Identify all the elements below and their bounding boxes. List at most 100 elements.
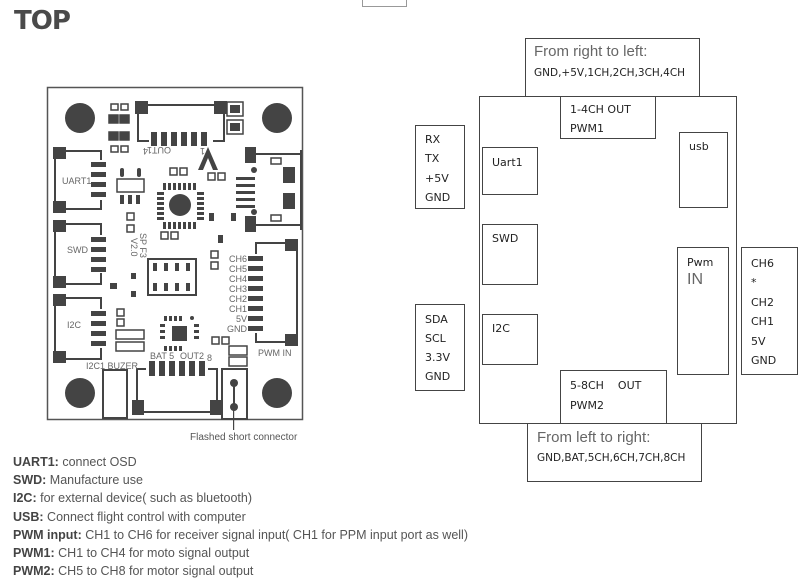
pwm-pin-label: CH5 [229,264,247,274]
pwm-pin-label: GND [227,324,248,334]
swd-box: SWD [482,224,538,285]
out1-pin-left: 4 [143,146,148,156]
pwm-pin-label: 5V [236,314,247,324]
pwm-in-pin: 5V [751,335,766,348]
legend-key: USB: [13,509,44,524]
legend-text: for external device( such as bluetooth) [36,491,253,506]
legend-text: Connect flight control with computer [43,509,246,524]
flash-chip [147,258,197,296]
bottom-header-pins: GND,BAT,5CH,6CH,7CH,8CH [537,452,686,464]
i2c-box-label: I2C [492,322,510,335]
i2c-pin: SDA [425,313,448,326]
pcb-board-drawing: OUT1 4 1 UART1 SWD I2C SP F3 V2.0 I2C1 B… [46,86,304,443]
page-title: TOP [14,6,71,36]
uart1-box-label: Uart1 [492,156,523,169]
pwm1-box: 1-4CH OUT PWM1 [560,96,656,139]
legend-text: connect OSD [58,455,137,469]
mounting-hole [262,378,292,408]
pwm2-box: 5-8CH OUT PWM2 [560,370,667,424]
pwm-in-pin: * [751,276,757,289]
usb-connector [236,147,302,232]
legend-row: SWD: Manufacture use [13,471,468,489]
usb-box: usb [679,132,728,208]
buzzer-pad [102,369,128,419]
bat5-label: BAT 5 [150,351,174,361]
legend-text: CH1 to CH4 for moto signal output [54,546,250,561]
pwm1-line2: PWM1 [570,122,604,135]
out2-connector [132,361,222,415]
uart1-pin: GND [425,191,451,204]
gyro-chip [160,316,199,351]
pwm-in-pin: CH1 [751,315,774,328]
out2-pin-label: 8 [207,353,212,363]
i2c-box: I2C [482,314,538,365]
pwm-in-box: Pwm IN [677,247,729,375]
mounting-hole [65,103,95,133]
out1-connector [135,101,227,146]
legend-text: Manufacture use [46,473,143,488]
i2c-pin: 3.3V [425,351,451,364]
top-header-direction: From right to left: [534,43,648,60]
legend-key: PWM1: [13,546,55,561]
uart1-pin: RX [425,133,441,146]
legend-row: UART1: connect OSD [13,453,468,471]
uart1-connector [53,147,106,213]
legend-text: CH5 to CH8 for motor signal output [54,564,254,579]
pwm1-line1: 1-4CH OUT [570,103,631,116]
pwm-pin-label: CH6 [229,254,247,264]
i2c1-buzer-label: I2C1 BUZER [86,361,139,371]
top-header-box: From right to left: GND,+5V,1CH,2CH,3CH,… [525,38,700,98]
uart1-pins-box: RX TX +5V GND [415,125,465,209]
legend-key: SWD: [13,473,47,488]
legend-row: PWM input: CH1 to CH6 for receiver signa… [13,526,468,544]
mounting-hole [262,103,292,133]
pwm-in-pin: GND [751,354,777,367]
i2c-connector [53,294,106,363]
top-header-pins: GND,+5V,1CH,2CH,3CH,4CH [534,67,686,79]
pwm-pin-label: CH4 [229,274,247,284]
legend-row: PWM1: CH1 to CH4 for moto signal output [13,544,468,562]
swd-box-label: SWD [492,232,519,245]
pwm-in-pins-box: CH6 * CH2 CH1 5V GND [741,247,798,375]
pwm-in-pin: CH2 [751,296,774,309]
top-edge-box [362,0,407,7]
pwm-in-connector [248,239,298,346]
usb-box-label: usb [689,140,709,153]
mounting-hole [65,378,95,408]
bottom-header-direction: From left to right: [537,429,651,446]
swd-label: SWD [67,245,88,255]
pwm-pin-label: CH1 [229,304,247,314]
legend-row: I2C: for external device( such as blueto… [13,489,468,507]
pwm2-line1: 5-8CH OUT [570,379,642,392]
uart1-pin: TX [425,152,440,165]
legend-row: USB: Connect flight control with compute… [13,508,468,526]
pwm-in-label: PWM IN [258,348,292,358]
i2c-pins-box: SDA SCL 3.3V GND [415,304,465,391]
mcu-chip [157,167,204,240]
legend-row: PWM2: CH5 to CH8 for motor signal output [13,562,468,580]
i2c-pin: SCL [425,332,446,345]
out1-pin-right: 1 [200,146,205,156]
legend-key: UART1: [13,455,59,469]
legend-key: I2C: [13,491,37,506]
out1-label: OUT1 [147,145,171,155]
flashed-short-connector [221,368,248,430]
version2-label: V2.0 [129,238,139,257]
pwm-pin-label: CH2 [229,294,247,304]
logo-icon [198,147,218,170]
legend-text: CH1 to CH6 for receiver signal input( CH… [81,527,468,542]
ic-small [116,168,145,204]
out2-label: OUT2 [180,351,204,361]
i2c-pin: GND [425,370,451,383]
uart1-box: Uart1 [482,147,538,195]
pwm-in-line1: Pwm [687,256,714,269]
i2c-label: I2C [67,320,82,330]
legend-key: PWM input: [13,527,82,542]
pwm2-line2: PWM2 [570,399,604,412]
pwm-in-line2: IN [687,271,703,288]
flashed-short-connector-callout: Flashed short connector [190,432,298,443]
legend-key: PWM2: [13,564,55,579]
pwm-in-pin: CH6 [751,257,774,270]
led-pads [108,103,130,153]
